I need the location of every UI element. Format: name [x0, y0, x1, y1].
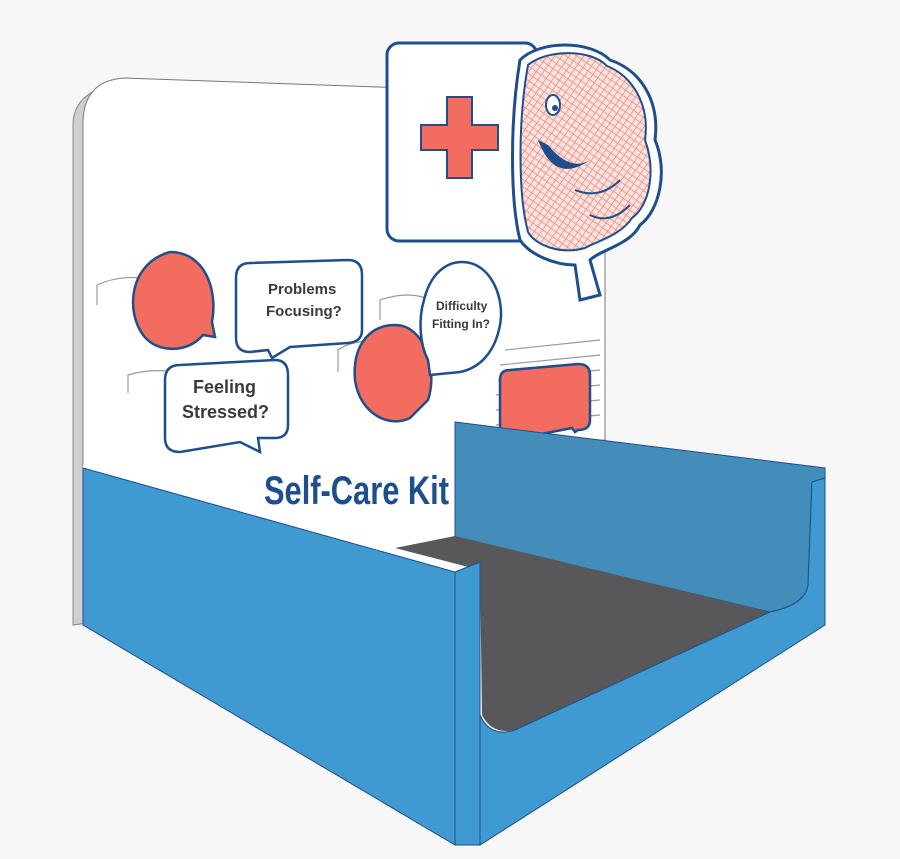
medical-cross-icon	[420, 96, 499, 179]
bubble-line: Stressed?	[182, 402, 269, 422]
bubble-line: Focusing?	[266, 303, 342, 320]
front-corner-edge	[454, 561, 481, 846]
bubble-line: Problems	[268, 281, 336, 298]
bubble-line: Fitting In?	[432, 317, 490, 331]
coral-bubble-3	[498, 362, 592, 442]
brain-eye	[545, 94, 561, 116]
front-right-panel	[479, 477, 826, 846]
coral-bubble-1	[131, 250, 217, 351]
bubble-line: Feeling	[193, 377, 256, 397]
tray-floor	[395, 536, 770, 731]
coral-bubble-2	[353, 323, 433, 423]
brain-mascot	[511, 43, 663, 302]
back-panel-lower	[83, 440, 455, 572]
bubble-problems-focusing: Problems Focusing?	[234, 258, 364, 360]
bubble-line: Difficulty	[436, 299, 488, 313]
brain-mouth	[538, 140, 590, 169]
bubble-difficulty-fitting-in: Difficulty Fitting In?	[419, 260, 503, 377]
bubble-feeling-stressed: Feeling Stressed?	[163, 358, 290, 455]
sign-title: Self-Care Kit	[264, 469, 449, 513]
